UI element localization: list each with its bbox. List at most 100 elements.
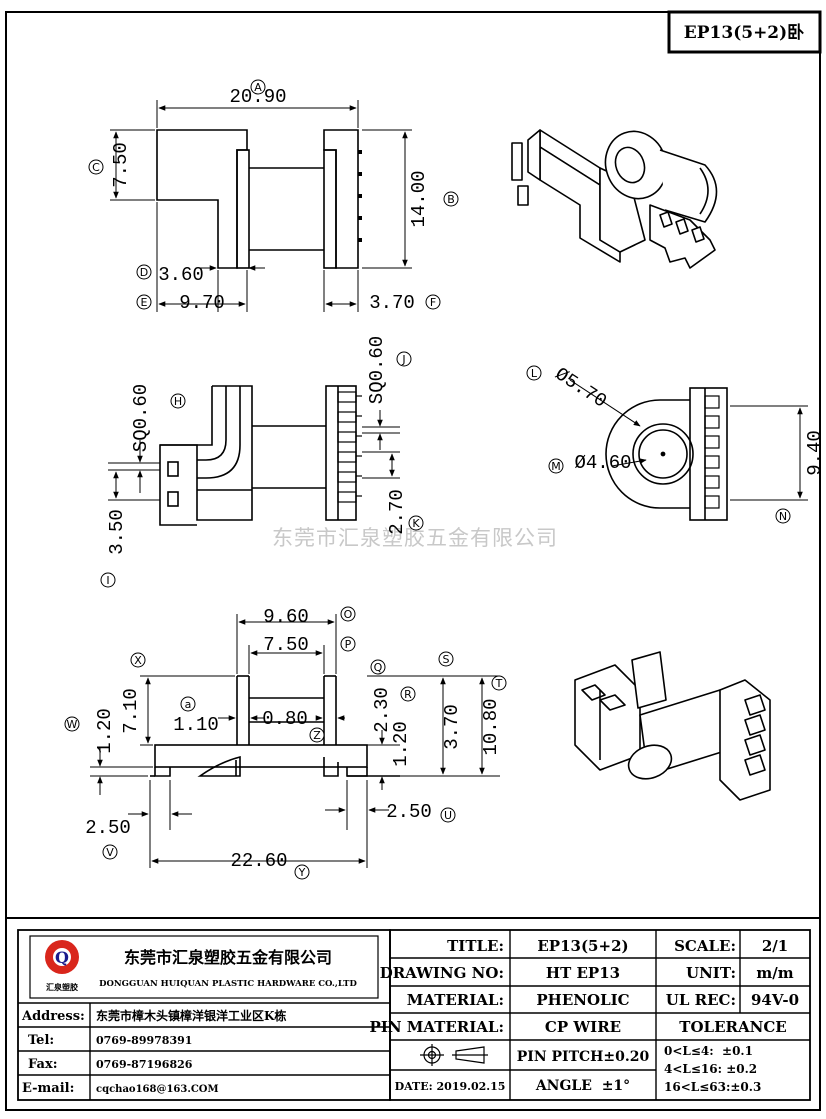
isometric-view-bottom [574, 651, 771, 801]
tolerance-label: TOLERANCE [679, 1018, 786, 1036]
fax-label: Fax: [28, 1057, 58, 1072]
callout-w: W [67, 718, 78, 731]
callout-n: N [779, 510, 787, 523]
callout-e: E [141, 296, 148, 309]
ul-rec-value: 94V-0 [751, 991, 799, 1009]
dim-e: 9.70 [179, 292, 225, 314]
material-label: MATERIAL: [407, 991, 504, 1009]
tolerance-row-3: 16<L≤63:±0.3 [664, 1080, 761, 1094]
unit-label: UNIT: [686, 964, 736, 982]
company-name-en: DONGGUAN HUIQUAN PLASTIC HARDWARE CO.,LT… [99, 979, 357, 989]
callout-j: J [401, 353, 405, 366]
dim-c: 7.50 [110, 142, 132, 188]
dim-s: 3.70 [441, 704, 463, 750]
callout-c: C [92, 161, 100, 174]
dims-front-view [90, 614, 500, 868]
dim-w: 1.20 [94, 708, 116, 754]
callout-r: R [404, 688, 412, 701]
callout-p: P [345, 638, 352, 651]
dim-p: 7.50 [263, 634, 309, 656]
dim-r: 1.20 [390, 721, 412, 767]
callout-d: D [140, 266, 148, 279]
callout-y: Y [298, 866, 306, 879]
callout-t: T [495, 677, 503, 690]
email-label: E-mail: [22, 1081, 74, 1096]
dim-z: 0.80 [262, 708, 308, 730]
pin-material-value: CP WIRE [545, 1018, 621, 1036]
title-value: EP13(5+2) [537, 937, 628, 955]
tolerance-row-2: 4<L≤16: ±0.2 [664, 1062, 757, 1076]
title-block [6, 917, 820, 1101]
drawing-no-label: DRAWING NO: [380, 964, 504, 982]
dim-i: 3.50 [106, 509, 128, 555]
callout-x: X [134, 654, 142, 667]
dims-end-view [569, 379, 808, 501]
side-view-middle [159, 385, 362, 526]
dim-x: 7.10 [120, 688, 142, 734]
material-value: PHENOLIC [536, 991, 629, 1009]
email-value: cqchao168@163.COM [96, 1084, 219, 1095]
callout-s: S [443, 653, 450, 666]
dim-o: 9.60 [263, 606, 309, 628]
company-logo: Q 汇泉塑胶 [45, 940, 79, 992]
dims-top-view [110, 100, 412, 312]
dim-n: 9.40 [804, 430, 826, 476]
callout-q: Q [374, 661, 383, 674]
dim-f: 3.70 [369, 292, 415, 314]
projection-symbol-icon [420, 1044, 488, 1066]
callout-k: K [412, 517, 420, 530]
ul-rec-label: UL REC: [666, 991, 736, 1009]
tolerance-row-1: 0<L≤4: ±0.1 [664, 1044, 753, 1058]
dim-l: Ø5.70 [551, 363, 611, 413]
tel-label: Tel: [28, 1033, 54, 1048]
angle: ANGLE ±1° [535, 1078, 630, 1094]
callout-l: L [531, 367, 538, 380]
scale-label: SCALE: [674, 937, 736, 955]
callout-i: I [106, 574, 109, 587]
callout-z: Z [313, 729, 321, 742]
dim-a: 20.90 [229, 86, 286, 108]
unit-value: m/m [756, 964, 793, 982]
callout-h: H [174, 395, 182, 408]
drawing-no-value: HT EP13 [546, 964, 620, 982]
fax-value: 0769-87196826 [96, 1058, 193, 1071]
isometric-view-top [511, 129, 718, 269]
logo-caption: 汇泉塑胶 [46, 982, 78, 992]
dim-u: 2.50 [386, 801, 432, 823]
dim-h: SQ0.60 [130, 384, 152, 452]
scale-value: 2/1 [762, 937, 788, 955]
pin-material-label: PIN MATERIAL: [370, 1018, 504, 1036]
callout-o: O [344, 608, 353, 621]
address-value: 东莞市樟木头镇樟洋银洋工业区K栋 [96, 1008, 286, 1023]
callout-markers [64, 79, 791, 880]
callout-m: M [551, 460, 561, 473]
sheet-border [5, 11, 821, 1111]
company-name-cn: 东莞市汇泉塑胶五金有限公司 [124, 948, 332, 967]
callout-v: V [106, 846, 114, 859]
dim-b: 14.00 [408, 170, 430, 227]
dim-t: 10.80 [480, 698, 502, 755]
callout-small-a: a [185, 698, 192, 711]
callout-f: F [430, 296, 436, 309]
logo-letter: Q [55, 948, 69, 967]
dim-small-a: 1.10 [173, 714, 219, 736]
dim-q: 2.30 [371, 687, 393, 733]
callout-b: B [447, 193, 455, 206]
callout-letters: A B C D E F H I J K L M N O P Q S R T U … [67, 81, 788, 879]
part-title-box: EP13(5+2)卧 [667, 10, 822, 54]
dim-v: 2.50 [85, 817, 131, 839]
tel-value: 0769-89978391 [96, 1034, 192, 1047]
side-view-top [156, 129, 362, 269]
dim-y: 22.60 [230, 850, 287, 872]
date: DATE: 2019.02.15 [395, 1080, 506, 1093]
callout-a: A [254, 81, 262, 94]
title-label: TITLE: [447, 937, 504, 955]
address-label: Address: [21, 1009, 85, 1024]
dim-m: Ø4.60 [574, 452, 631, 474]
end-view [605, 387, 728, 521]
pin-pitch: PIN PITCH±0.20 [517, 1049, 650, 1065]
part-title: EP13(5+2)卧 [684, 23, 804, 43]
dim-d: 3.60 [158, 264, 204, 286]
dims-middle-view [108, 410, 400, 501]
